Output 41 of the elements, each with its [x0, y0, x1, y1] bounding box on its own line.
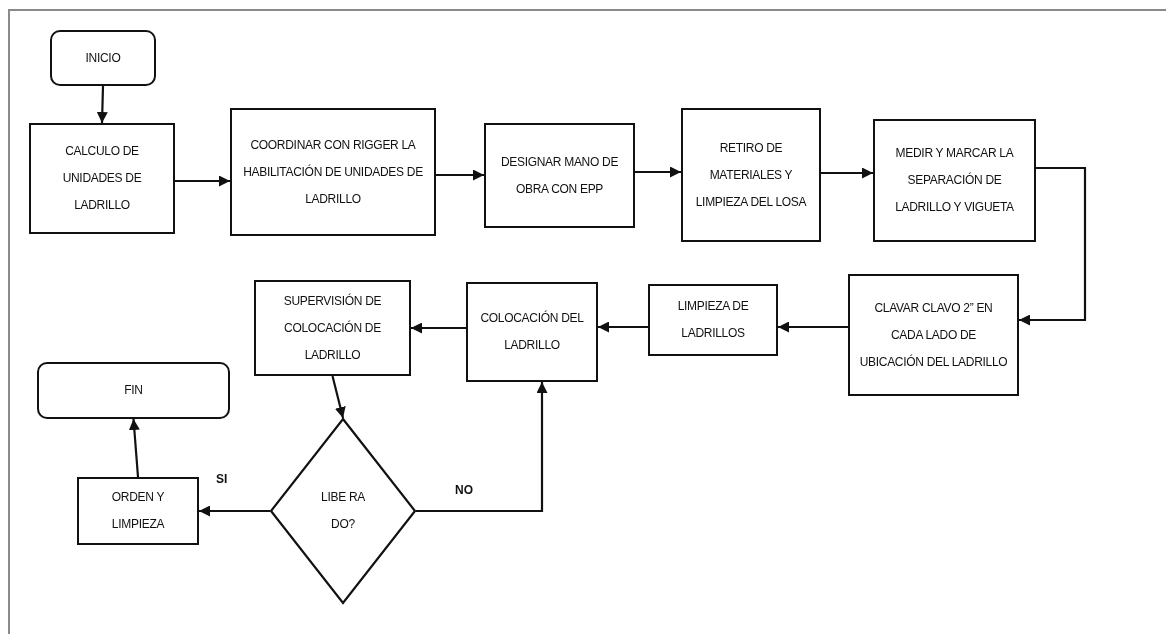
terminal-box: [50, 30, 156, 86]
process-box: [484, 123, 635, 228]
process-box: [29, 123, 175, 234]
step-label: SUPERVISIÓN DE COLOCACIÓN DE LADRILLO: [282, 292, 383, 364]
process-box: [848, 274, 1019, 396]
step-label: DESIGNAR MANO DE OBRA CON EPP: [499, 153, 620, 198]
arrow: [778, 321, 848, 333]
step-label: LIMPIEZA DE LADRILLOS: [676, 298, 750, 342]
arrow: [128, 418, 140, 478]
arrow: [411, 322, 466, 334]
step-label: MEDIR Y MARCAR LA SEPARACIÓN DE LADRILLO Y VIGUETA: [894, 145, 1015, 216]
arrow: [416, 382, 548, 513]
process-box: [77, 477, 199, 545]
arrow: [635, 166, 681, 178]
arrow: [175, 175, 230, 187]
arrow: [199, 505, 270, 517]
process-box: [681, 108, 821, 242]
process-box: [648, 284, 778, 356]
process-box: [254, 280, 411, 376]
step-label: CALCULO DE UNIDADES DE LADRILLO: [61, 143, 143, 214]
terminal-label: FIN: [124, 382, 143, 399]
arrow: [1019, 166, 1087, 326]
step-label: COORDINAR CON RIGGER LA HABILITACIÓN DE UNIDADES DE LADRILLO: [242, 136, 424, 208]
arrow: [436, 169, 484, 181]
arrow: [598, 321, 648, 333]
step-label: RETIRO DE MATERIALES Y LIMPIEZA DEL LOSA: [694, 139, 808, 211]
process-box: [230, 108, 436, 236]
step-label: ORDEN Y LIMPIEZA: [110, 489, 166, 533]
process-box: [873, 119, 1036, 242]
terminal-box: [37, 362, 230, 419]
arrow: [821, 167, 873, 179]
process-box: [466, 282, 598, 382]
edge-label: SI: [214, 472, 230, 486]
terminal-label: INICIO: [85, 49, 121, 67]
edge-label: NO: [453, 483, 475, 497]
decision-label: LIBE RA DO?: [320, 489, 366, 533]
step-label: COLOCACIÓN DEL LADRILLO: [479, 309, 585, 354]
arrow: [331, 375, 346, 419]
step-label: CLAVAR CLAVO 2” EN CADA LADO DE UBICACIÓN DEL LADRILLO: [858, 299, 1009, 371]
arrow: [96, 85, 108, 124]
decision-diamond: [270, 418, 416, 604]
